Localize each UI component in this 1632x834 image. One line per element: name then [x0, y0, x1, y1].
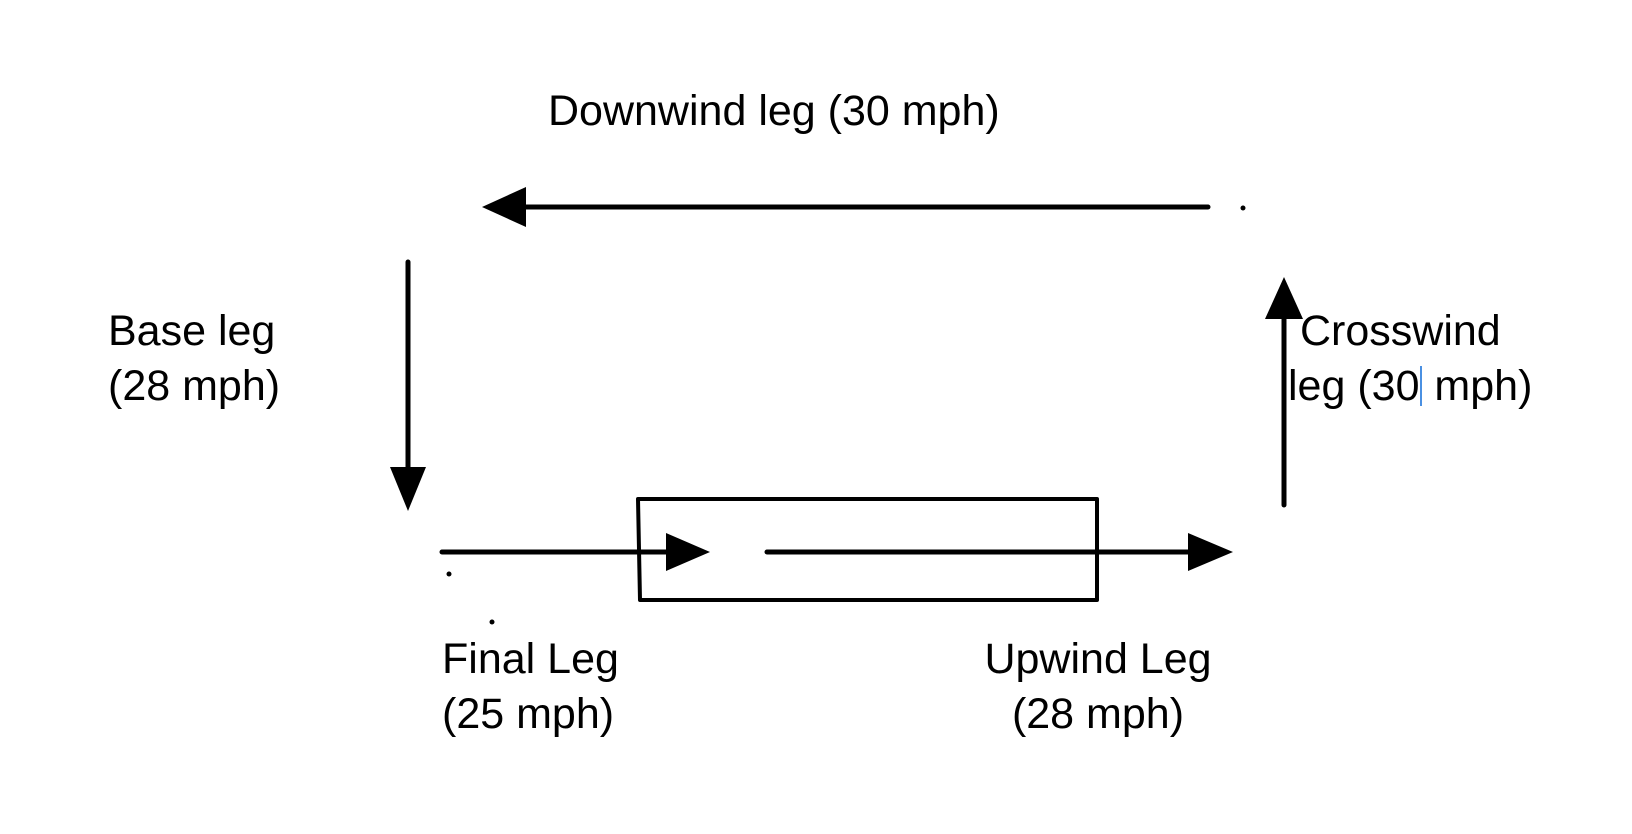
stray-dot: [1240, 205, 1246, 211]
downwind-leg-text: Downwind leg (30 mph): [548, 87, 1000, 135]
base-leg-arrow: [390, 259, 426, 511]
crosswind-arrow: [1265, 277, 1303, 508]
base-leg-label: Base leg (28 mph): [108, 304, 280, 414]
upwind-leg-arrow: [764, 533, 1233, 571]
crosswind-leg-speed-pre: leg (30: [1288, 362, 1420, 410]
stray-dot: [446, 571, 452, 577]
base-leg-speed: (28 mph): [108, 362, 281, 410]
upwind-leg-label: Upwind Leg (28 mph): [975, 632, 1221, 742]
final-leg-name: Final Leg: [442, 635, 619, 683]
crosswind-leg-speed-line: leg (30 mph): [1288, 359, 1532, 414]
upwind-leg-speed: (28 mph): [1011, 690, 1185, 738]
final-leg-arrow: [439, 533, 710, 571]
crosswind-leg-name: Crosswind: [1300, 307, 1501, 355]
final-leg-speed: (25 mph): [442, 690, 615, 738]
text-cursor: [1420, 366, 1423, 406]
stray-dot: [489, 619, 495, 625]
upwind-leg-name: Upwind Leg: [984, 635, 1212, 683]
base-leg-name: Base leg: [108, 307, 276, 355]
downwind-arrow: [482, 187, 1211, 227]
crosswind-leg-label: Crosswind leg (30 mph): [1288, 304, 1532, 414]
crosswind-leg-speed-post: mph): [1422, 362, 1533, 410]
runway: [636, 497, 1099, 602]
final-leg-label: Final Leg (25 mph): [442, 632, 619, 742]
downwind-leg-label: Downwind leg (30 mph): [548, 84, 1000, 139]
